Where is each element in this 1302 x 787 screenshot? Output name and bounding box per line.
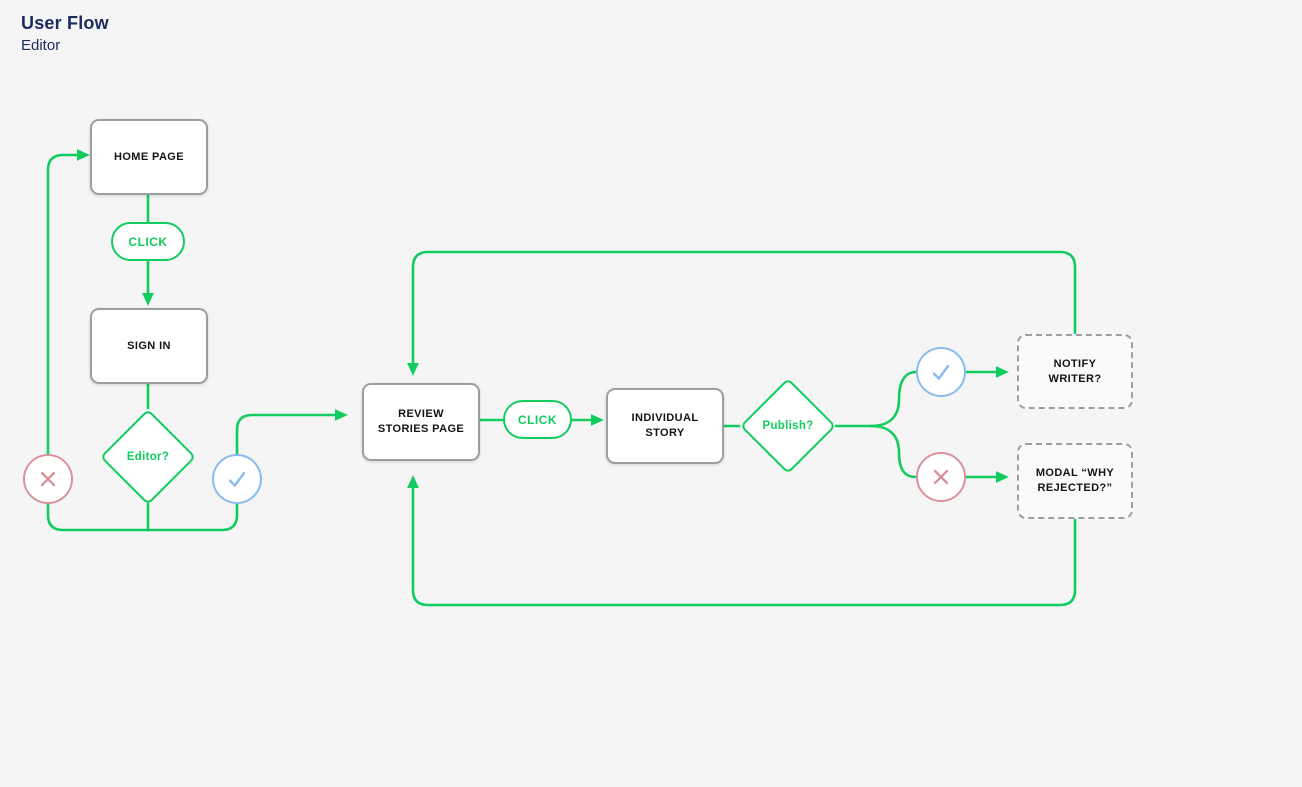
connector-notify-loop-to-review <box>407 250 1077 376</box>
node-decision-editor[interactable]: Editor? <box>99 408 197 506</box>
check-icon <box>932 364 950 380</box>
node-home-page[interactable]: HOME PAGE <box>90 119 208 195</box>
node-yes-publish[interactable] <box>916 347 966 397</box>
node-label: NOTIFY WRITER? <box>1048 357 1102 385</box>
node-click-2[interactable]: CLICK <box>503 400 572 439</box>
page-title: User Flow <box>21 13 109 33</box>
node-label: Publish? <box>762 420 814 432</box>
node-label: INDIVIDUAL STORY <box>631 412 699 439</box>
node-modal-why-rejected[interactable]: MODAL “WHY REJECTED?” <box>1017 443 1133 519</box>
node-review-stories-page[interactable]: REVIEW STORIES PAGE <box>362 383 480 461</box>
x-icon <box>40 471 56 487</box>
node-individual-story[interactable]: INDIVIDUAL STORY <box>606 388 724 464</box>
node-label: HOME PAGE <box>113 150 184 163</box>
page-subtitle: Editor <box>21 37 61 54</box>
connector-fork-to-yes <box>869 370 918 428</box>
connector-no-loop-to-home <box>46 149 150 532</box>
header: User Flow Editor <box>21 13 109 54</box>
node-click-1[interactable]: CLICK <box>111 222 185 261</box>
connector-modal-loop-to-review <box>407 475 1077 607</box>
node-label: MODAL “WHY REJECTED?” <box>1035 467 1115 494</box>
node-decision-publish[interactable]: Publish? <box>739 377 837 475</box>
node-label: CLICK <box>517 412 558 427</box>
check-icon <box>228 471 246 487</box>
x-icon <box>933 469 949 485</box>
node-label: Editor? <box>126 451 170 463</box>
node-notify-writer[interactable]: NOTIFY WRITER? <box>1017 334 1133 409</box>
node-label: REVIEW STORIES PAGE <box>377 408 465 435</box>
node-yes-editor[interactable] <box>212 454 262 504</box>
connector-fork-to-no <box>869 424 918 479</box>
node-label: SIGN IN <box>127 339 171 352</box>
node-no-editor[interactable] <box>23 454 73 504</box>
node-label: CLICK <box>128 234 168 249</box>
node-sign-in[interactable]: SIGN IN <box>90 308 208 384</box>
node-no-publish[interactable] <box>916 452 966 502</box>
